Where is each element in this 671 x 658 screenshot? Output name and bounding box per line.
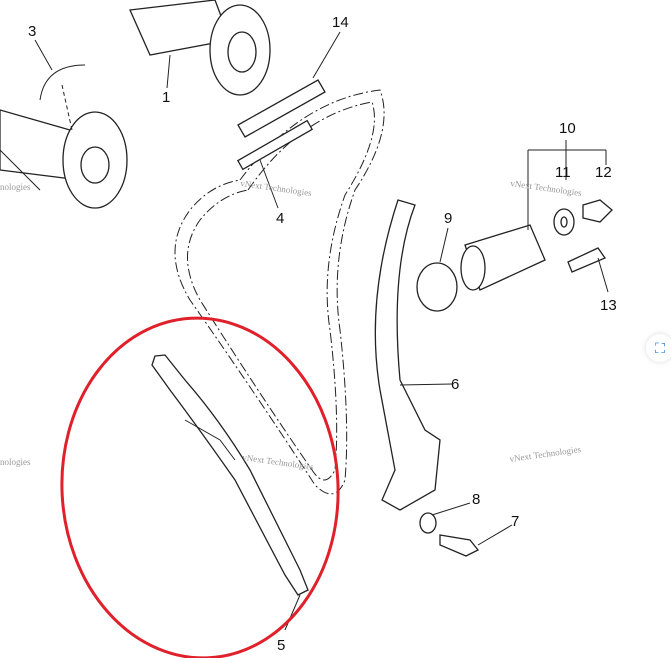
- chain-guide-14: [237, 79, 326, 138]
- highlight-circle: [60, 316, 340, 658]
- svg-text:vNext Technologies: vNext Technologies: [242, 452, 315, 472]
- svg-text:vNext Technologies: vNext Technologies: [510, 178, 583, 198]
- bolt-12: [582, 199, 613, 223]
- tensioner-guide-6: [374, 199, 441, 511]
- camshaft-upper: [129, 0, 271, 96]
- callout-10: 10: [559, 120, 576, 137]
- svg-text:nologies: nologies: [0, 457, 31, 467]
- callout-11: 11: [555, 164, 571, 181]
- callout-4: 4: [276, 210, 284, 227]
- callout-3: 3: [28, 23, 36, 40]
- clip-part-3: [39, 64, 86, 101]
- callout-6: 6: [451, 376, 459, 393]
- callout-9: 9: [444, 210, 452, 227]
- cam-chain-4: [174, 89, 385, 495]
- svg-text:vNext Technologies: vNext Technologies: [240, 178, 313, 198]
- cam-chain-tensioner: [416, 140, 607, 312]
- bolt-7: [439, 534, 480, 557]
- bolt-13: [567, 247, 606, 273]
- camshaft-lower: [0, 109, 128, 209]
- callout-5: 5: [277, 637, 285, 654]
- callout-13: 13: [600, 297, 617, 314]
- callout-1: 1: [162, 89, 170, 106]
- visual-search-icon[interactable]: ⛶: [646, 334, 671, 362]
- callout-8: 8: [472, 491, 480, 508]
- callout-14: 14: [332, 14, 349, 31]
- callout-12: 12: [595, 164, 612, 181]
- callout-7: 7: [511, 513, 519, 530]
- svg-text:nologies: nologies: [0, 182, 31, 192]
- washer-8: [419, 512, 437, 534]
- svg-text:vNext Technologies: vNext Technologies: [509, 444, 582, 464]
- chain-guide-5: [151, 354, 309, 596]
